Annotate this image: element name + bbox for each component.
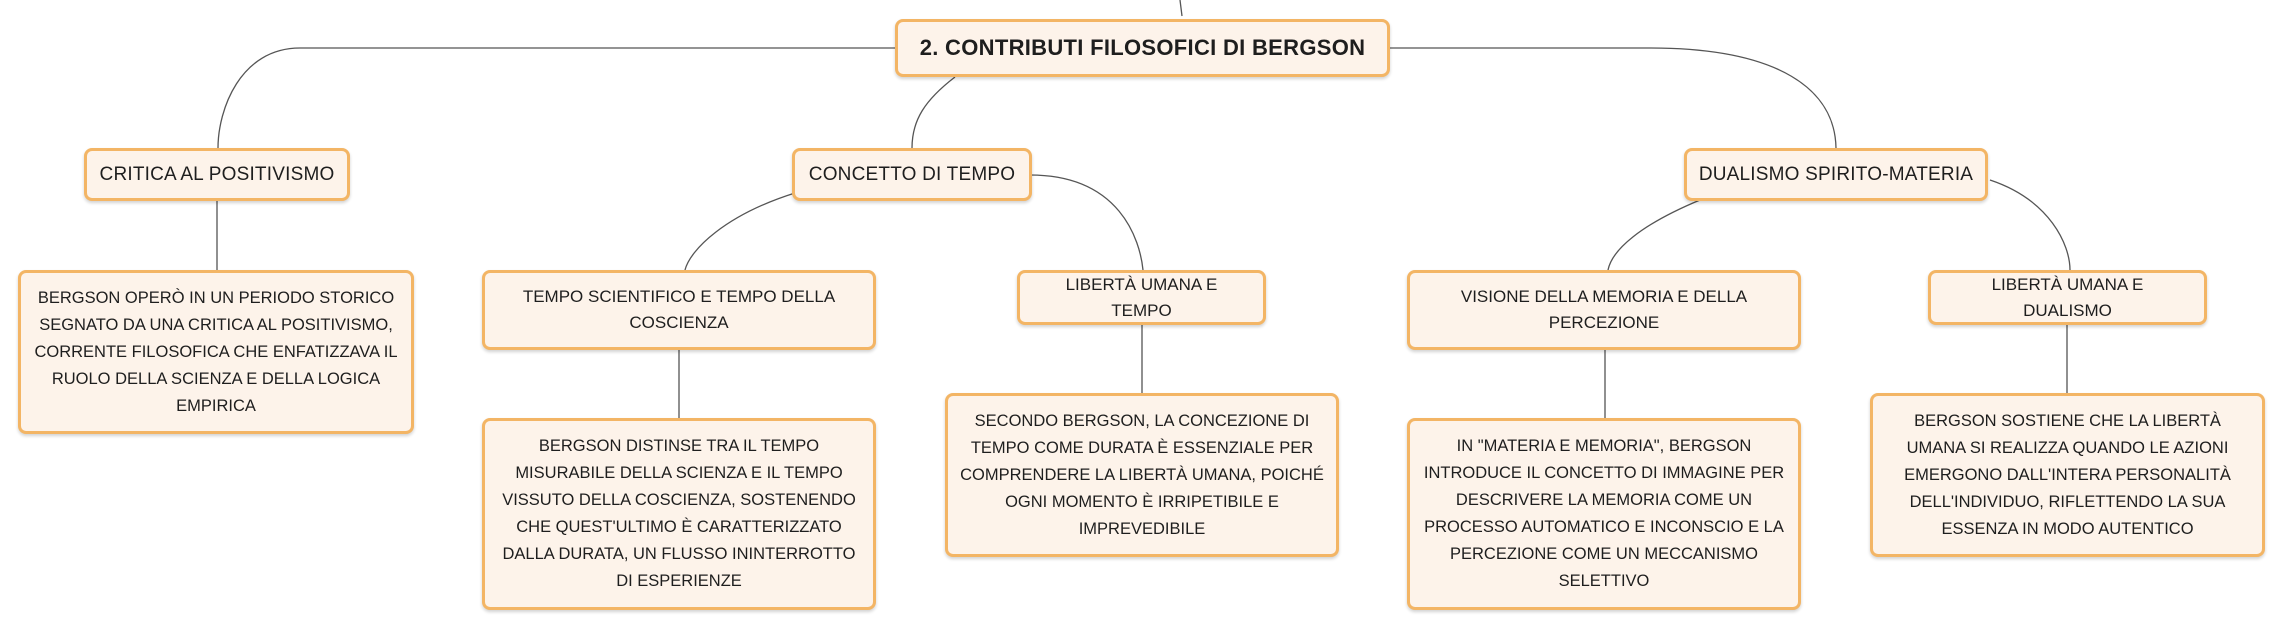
root-topic-label: 2. CONTRIBUTI FILOSOFICI DI BERGSON bbox=[919, 35, 1366, 60]
topic-label: DUALISMO SPIRITO-MATERIA bbox=[1698, 163, 1974, 185]
topic-label: CRITICA AL POSITIVISMO bbox=[99, 163, 335, 185]
subtopic-liberta-umana-e-dualismo[interactable]: LIBERTÀ UMANA E DUALISMO bbox=[1928, 270, 2207, 325]
detail-text: SECONDO BERGSON, LA CONCEZIONE DI TEMPO … bbox=[960, 411, 1324, 538]
subtopic-tempo-scientifico[interactable]: TEMPO SCIENTIFICO E TEMPO DELLA COSCIENZ… bbox=[482, 270, 876, 350]
root-topic[interactable]: 2. CONTRIBUTI FILOSOFICI DI BERGSON bbox=[895, 19, 1390, 77]
detail-memoria-e-percezione[interactable]: IN "MATERIA E MEMORIA", BERGSON INTRODUC… bbox=[1407, 418, 1801, 610]
connector-root-tempo bbox=[911, 76, 956, 149]
connector-dualismo-libdual bbox=[1989, 179, 2071, 271]
connector-dualismo-memoria bbox=[1607, 199, 1701, 271]
connector-tempo-scientifico bbox=[684, 192, 796, 271]
subtopic-label: LIBERTÀ UMANA E TEMPO bbox=[1065, 274, 1218, 320]
subtopic-label: TEMPO SCIENTIFICO E TEMPO DELLA COSCIENZ… bbox=[522, 287, 836, 332]
detail-tempo-scientifico[interactable]: BERGSON DISTINSE TRA IL TEMPO MISURABILE… bbox=[482, 418, 876, 610]
connector-tempo-liberta bbox=[1029, 174, 1144, 271]
subtopic-label: LIBERTÀ UMANA E DUALISMO bbox=[1991, 274, 2144, 320]
detail-text: IN "MATERIA E MEMORIA", BERGSON INTRODUC… bbox=[1423, 437, 1785, 590]
detail-text: BERGSON SOSTIENE CHE LA LIBERTÀ UMANA SI… bbox=[1904, 411, 2231, 538]
subtopic-label: VISIONE DELLA MEMORIA E DELLA PERCEZIONE bbox=[1460, 287, 1748, 332]
connector-root-critica bbox=[217, 47, 895, 149]
topic-critica-al-positivismo[interactable]: CRITICA AL POSITIVISMO bbox=[84, 148, 350, 201]
detail-text: BERGSON DISTINSE TRA IL TEMPO MISURABILE… bbox=[502, 437, 856, 590]
topic-dualismo-spirito-materia[interactable]: DUALISMO SPIRITO-MATERIA bbox=[1684, 148, 1988, 201]
subtopic-memoria-e-percezione[interactable]: VISIONE DELLA MEMORIA E DELLA PERCEZIONE bbox=[1407, 270, 1801, 350]
detail-text: BERGSON OPERÒ IN UN PERIODO STORICO SEGN… bbox=[34, 288, 398, 415]
connector-root-dualismo bbox=[1390, 47, 1837, 149]
topic-concetto-di-tempo[interactable]: CONCETTO DI TEMPO bbox=[792, 148, 1032, 201]
connector-parent-root bbox=[1179, 0, 1183, 17]
subtopic-liberta-umana-e-tempo[interactable]: LIBERTÀ UMANA E TEMPO bbox=[1017, 270, 1266, 325]
topic-label: CONCETTO DI TEMPO bbox=[808, 163, 1016, 185]
detail-liberta-umana-e-tempo[interactable]: SECONDO BERGSON, LA CONCEZIONE DI TEMPO … bbox=[945, 393, 1339, 557]
detail-liberta-umana-e-dualismo[interactable]: BERGSON SOSTIENE CHE LA LIBERTÀ UMANA SI… bbox=[1870, 393, 2265, 557]
detail-critica-al-positivismo[interactable]: BERGSON OPERÒ IN UN PERIODO STORICO SEGN… bbox=[18, 270, 414, 434]
